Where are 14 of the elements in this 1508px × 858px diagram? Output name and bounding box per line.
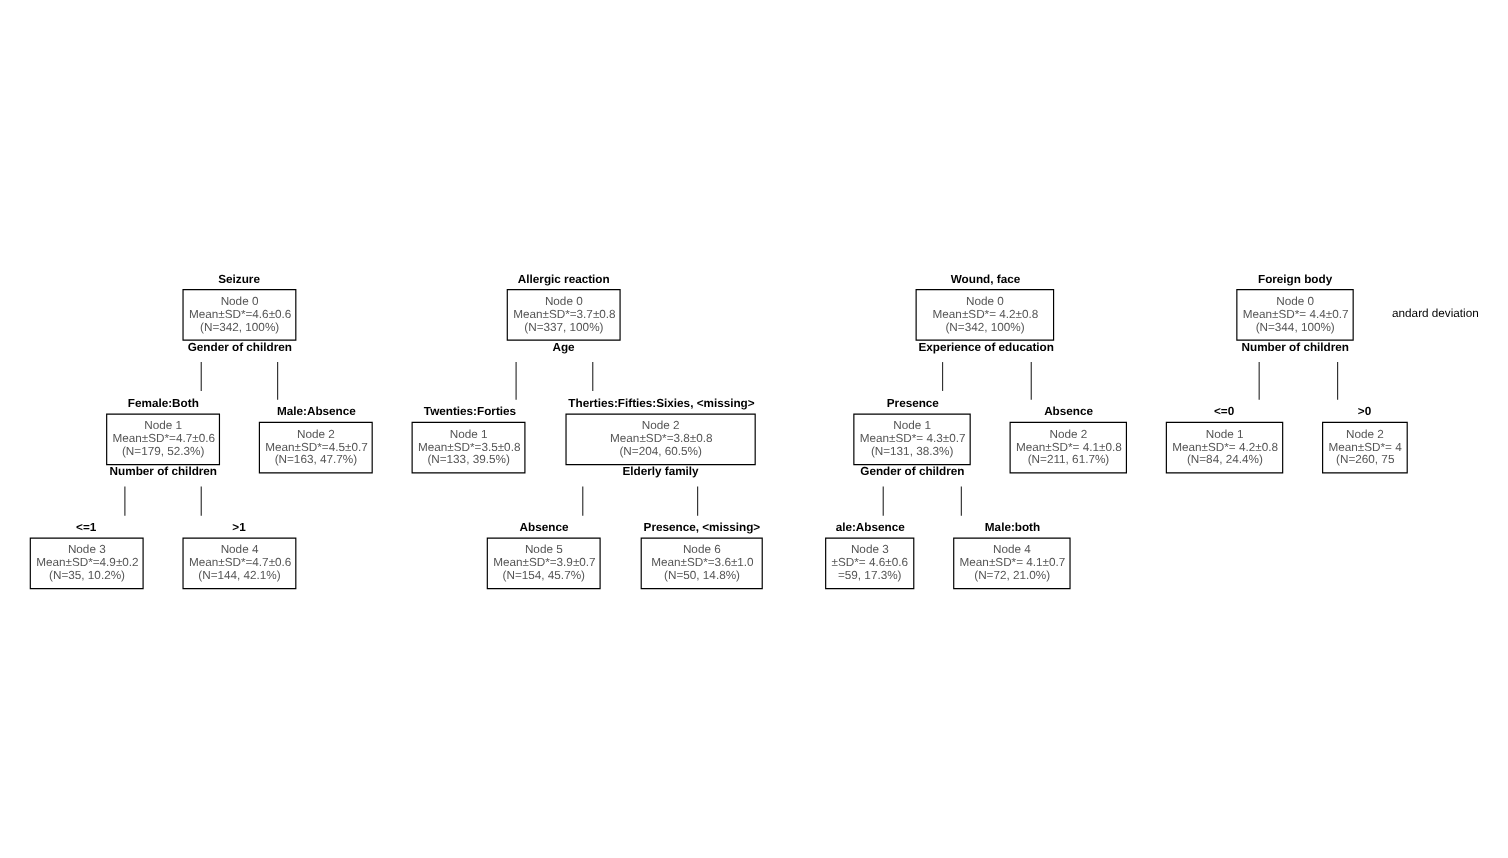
connector <box>941 360 944 391</box>
connector <box>200 484 202 516</box>
connector <box>277 360 279 400</box>
connector <box>582 484 584 516</box>
connector <box>697 484 699 516</box>
connector <box>200 360 202 391</box>
connector <box>1030 360 1032 400</box>
connector <box>1337 360 1339 400</box>
connector <box>882 484 884 516</box>
connector <box>960 484 962 516</box>
connector <box>1258 360 1260 400</box>
connector <box>515 360 517 400</box>
connector <box>124 484 126 516</box>
connector <box>592 360 594 391</box>
